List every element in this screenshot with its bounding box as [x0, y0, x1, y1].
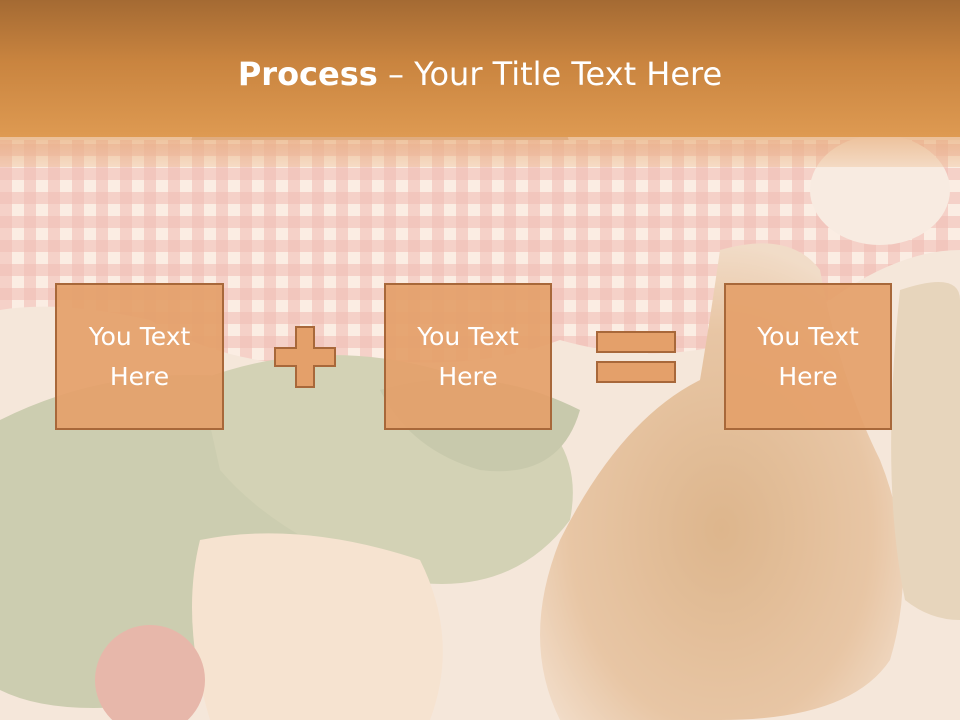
slide-title[interactable]: Process – Your Title Text Here [0, 52, 960, 96]
equals-icon [596, 331, 676, 383]
title-bold: Process [237, 55, 378, 93]
title-rest: – Your Title Text Here [377, 55, 723, 93]
process-box-2-text: You Text Here [417, 321, 519, 391]
plus-icon [274, 326, 336, 388]
title-shadow-band [0, 137, 960, 167]
process-box-1[interactable]: You Text Here [55, 283, 224, 430]
title-band [0, 0, 960, 137]
process-box-1-text: You Text Here [88, 321, 191, 391]
process-box-2[interactable]: You Text Here [384, 283, 552, 430]
process-box-3[interactable]: You Text Here [724, 283, 892, 430]
process-box-3-text: You Text Here [757, 321, 859, 391]
